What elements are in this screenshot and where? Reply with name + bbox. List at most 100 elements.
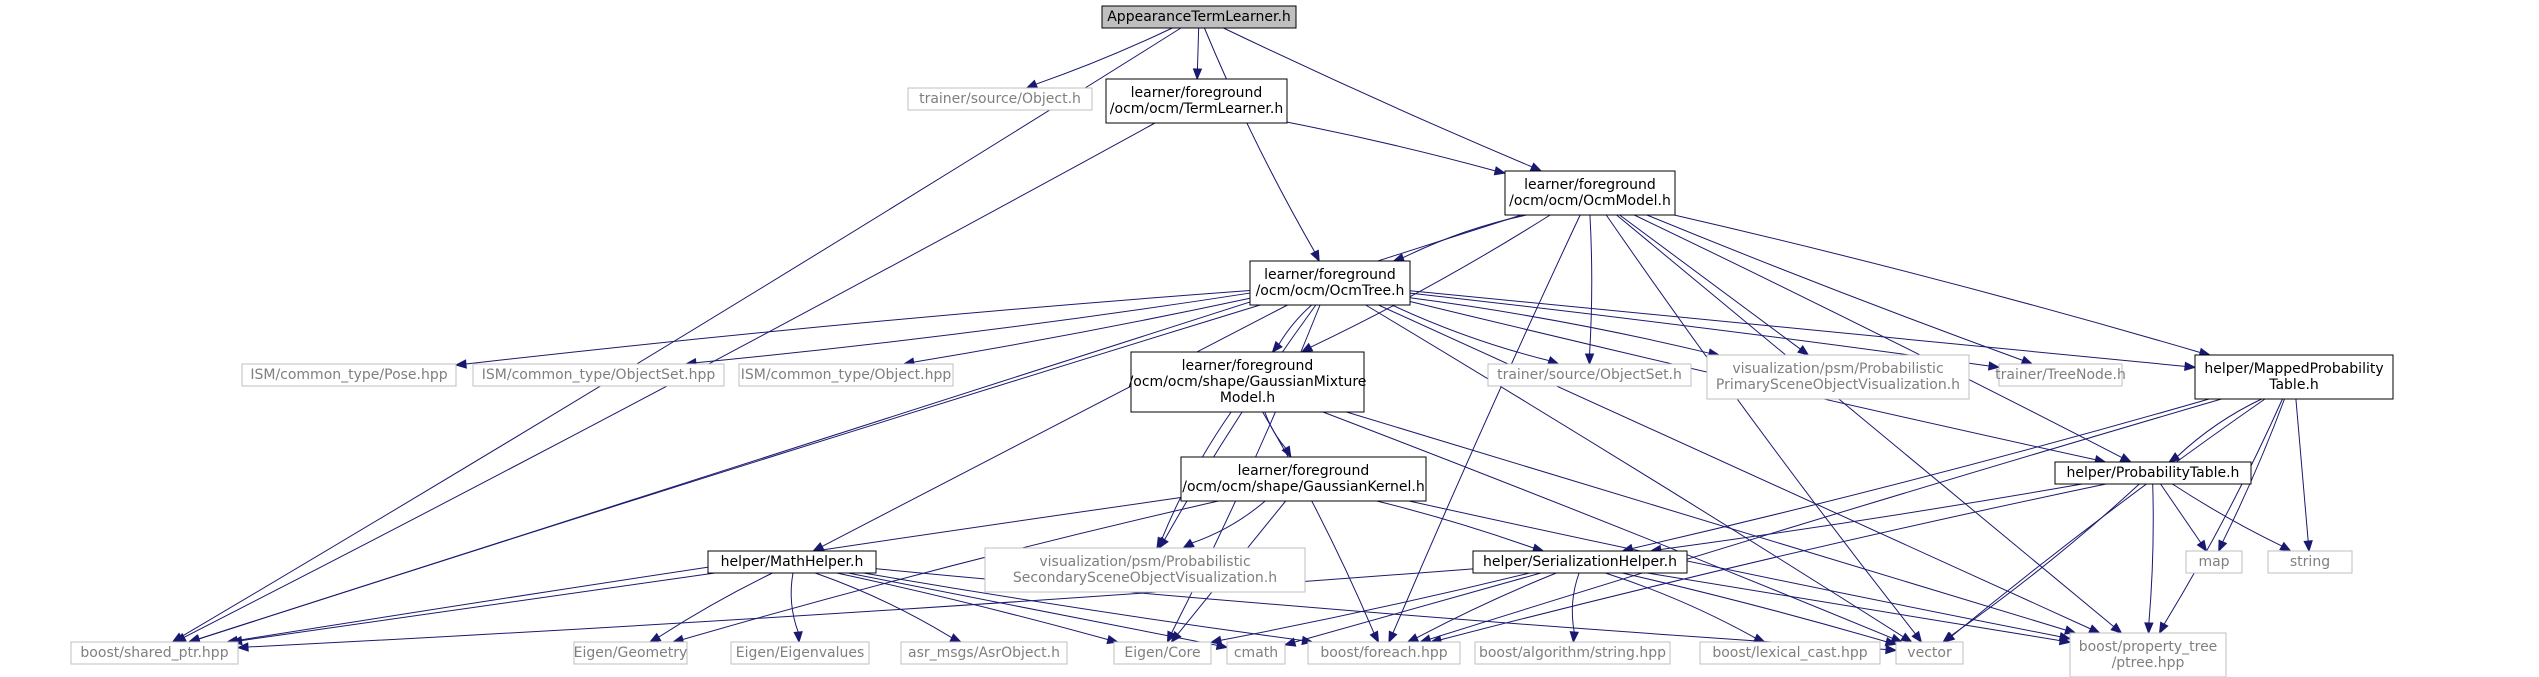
edge-ot-to-vpp xyxy=(1409,297,1721,358)
node-vps: visualization/psm/ProbabilisticSecondary… xyxy=(984,547,1306,593)
edge-line xyxy=(1196,27,1200,70)
node-label: learner/foreground xyxy=(1131,85,1263,101)
node-sh[interactable]: helper/SerializationHelper.h xyxy=(1472,550,1688,574)
node-box xyxy=(2194,354,2394,400)
edge-ot-to-pose xyxy=(454,290,1251,369)
edge-mpt-to-pt xyxy=(2168,398,2262,463)
arrowhead-icon xyxy=(1271,340,1283,354)
node-box xyxy=(707,550,877,574)
arrowhead-icon xyxy=(1885,644,1898,655)
edge-ot-to-mpt xyxy=(1409,290,2197,372)
arrowhead-icon xyxy=(2168,452,2181,463)
node-gk[interactable]: learner/foreground/ocm/ocm/shape/Gaussia… xyxy=(1180,456,1427,502)
edge-sh-to-bpt xyxy=(1647,572,2072,646)
node-label: AppearanceTermLearner.h xyxy=(1107,9,1291,25)
node-box xyxy=(1487,363,1692,387)
edge-atl-to-ot xyxy=(1203,27,1320,263)
node-label: visualization/psm/Probabilistic xyxy=(1039,554,1250,570)
node-label: learner/foreground xyxy=(1264,267,1396,283)
arrowhead-icon xyxy=(2218,539,2228,553)
edge-line xyxy=(1605,572,1756,639)
node-pt[interactable]: helper/ProbabilityTable.h xyxy=(2054,461,2252,485)
node-box xyxy=(1249,260,1411,306)
edge-mh-to-cmath xyxy=(847,572,1229,650)
edge-line xyxy=(1223,27,1533,168)
node-mh[interactable]: helper/MathHelper.h xyxy=(707,550,877,574)
arrowhead-icon xyxy=(1283,637,1297,647)
node-cmath: cmath xyxy=(1226,641,1286,665)
node-box xyxy=(1699,641,1881,665)
node-ot[interactable]: learner/foreground/ocm/ocm/OcmTree.h xyxy=(1249,260,1411,306)
node-asr: asr_msgs/AsrObject.h xyxy=(900,641,1068,665)
node-label: trainer/source/Object.h xyxy=(919,91,1081,107)
arrowhead-icon xyxy=(2020,355,2034,365)
edge-line xyxy=(1376,500,1534,549)
edge-line xyxy=(1571,572,1580,633)
edge-line xyxy=(1346,411,2067,631)
edge-line xyxy=(1647,572,2061,642)
arrowhead-icon xyxy=(1890,633,1904,643)
edge-line xyxy=(1634,214,2123,458)
node-label: Table.h xyxy=(2268,377,2319,393)
edge-line xyxy=(1322,411,1893,639)
node-label: /ocm/ocm/OcmTree.h xyxy=(1256,283,1405,299)
arrowhead-icon xyxy=(1192,68,1203,81)
arrowhead-icon xyxy=(1753,633,1766,643)
node-gmm[interactable]: learner/foreground/ocm/ocm/shape/Gaussia… xyxy=(1129,351,1367,413)
edge-sh-to-bfe xyxy=(1406,572,1557,643)
edge-line xyxy=(1409,290,2186,367)
edge-line xyxy=(1408,500,2061,638)
edge-om-to-trobjset xyxy=(1584,214,1595,366)
arrowhead-icon xyxy=(1884,637,1898,647)
node-tn: trainer/TreeNode.h xyxy=(1995,363,2126,387)
edge-om-to-gmm xyxy=(1300,214,1551,353)
node-objset: ISM/common_type/ObjectSet.hpp xyxy=(472,363,725,387)
node-tl[interactable]: learner/foreground/ocm/ocm/TermLearner.h xyxy=(1105,78,1288,124)
edge-mpt-to-bpt xyxy=(2158,398,2283,635)
edge-om-to-bpt xyxy=(1616,214,2123,634)
node-box xyxy=(1101,5,1297,29)
edge-ot-to-mh xyxy=(812,304,1288,552)
edge-line xyxy=(1286,121,1496,172)
edge-line xyxy=(1191,500,1266,544)
arrowhead-icon xyxy=(648,632,662,643)
edge-line xyxy=(1392,214,1581,634)
node-atl[interactable]: AppearanceTermLearner.h xyxy=(1101,5,1297,29)
node-string: string xyxy=(2267,550,2353,574)
node-label: /ptree.hpp xyxy=(2112,655,2185,671)
edge-gk-to-sh xyxy=(1376,500,1545,553)
arrowhead-icon xyxy=(2058,635,2072,646)
arrowhead-icon xyxy=(2303,540,2313,553)
node-box xyxy=(1180,456,1427,502)
edge-pt-to-vec xyxy=(1942,483,2140,643)
node-box xyxy=(738,363,954,387)
arrowhead-icon xyxy=(1942,631,1955,643)
node-label: Eigen/Core xyxy=(1124,645,1200,661)
node-label: trainer/source/ObjectSet.h xyxy=(1497,367,1682,383)
edge-mh-to-ee xyxy=(790,572,803,644)
edge-line xyxy=(1605,214,1916,635)
arrowhead-icon xyxy=(949,633,963,643)
node-label: /ocm/ocm/shape/GaussianKernel.h xyxy=(1182,479,1424,495)
edge-line xyxy=(1646,214,2023,361)
nodes-layer: AppearanceTermLearner.h trainer/source/Ob… xyxy=(70,5,2394,677)
arrowhead-icon xyxy=(1388,630,1398,644)
node-label: boost/algorithm/string.hpp xyxy=(1479,645,1666,661)
arrowhead-icon xyxy=(1911,630,1923,644)
node-label: learner/foreground xyxy=(1524,177,1656,193)
node-label: /ocm/ocm/TermLearner.h xyxy=(1110,101,1283,117)
arrowhead-icon xyxy=(2184,361,2197,372)
edge-gmm-to-bfe xyxy=(1262,411,1380,644)
edge-pt-to-string xyxy=(2172,483,2292,552)
node-box xyxy=(2185,550,2243,574)
edge-line xyxy=(695,292,1251,364)
arrowhead-icon xyxy=(2088,624,2101,634)
node-label: helper/SerializationHelper.h xyxy=(1483,554,1677,570)
edge-line xyxy=(1616,214,2115,628)
edge-om-to-ot xyxy=(1392,214,1527,263)
node-box xyxy=(984,547,1306,593)
edge-line xyxy=(1429,398,2222,640)
node-vec: vector xyxy=(1895,641,1964,665)
node-om[interactable]: learner/foreground/ocm/ocm/OcmModel.h xyxy=(1504,170,1676,216)
